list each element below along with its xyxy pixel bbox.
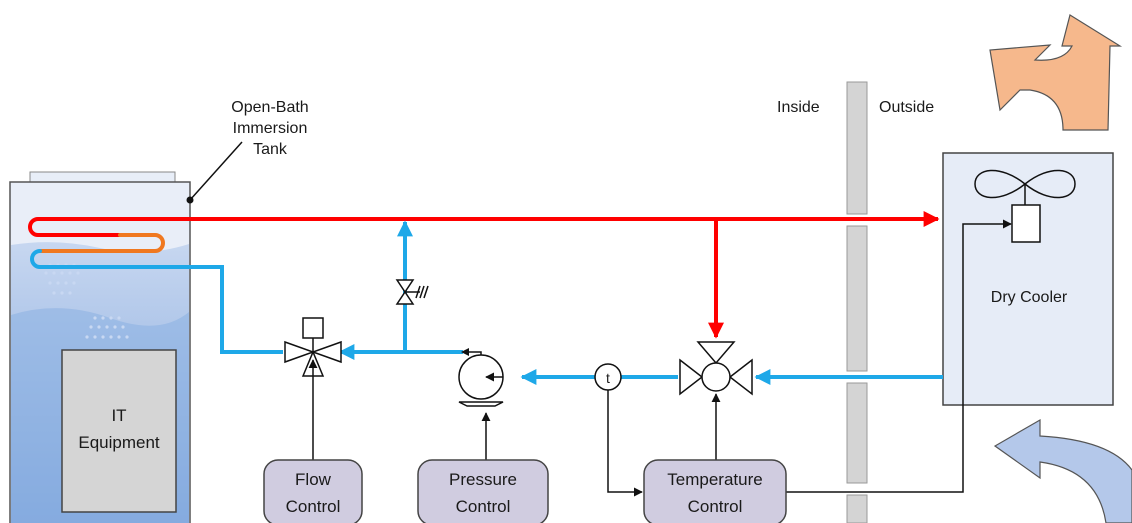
temperature-control-label-2: Control xyxy=(688,497,743,516)
sensor-label: t xyxy=(606,370,610,386)
three-way-valve-icon xyxy=(679,341,753,396)
wall-segment-2 xyxy=(846,225,868,372)
dry-cooler: Dry Cooler xyxy=(942,152,1114,406)
immersion-tank: IT Equipment xyxy=(9,171,191,523)
dry-cooler-box xyxy=(942,152,1114,406)
pump-icon xyxy=(458,348,504,407)
building-wall: Inside Outside xyxy=(777,81,934,523)
it-equipment-label-1: IT xyxy=(111,406,126,425)
tank-lid xyxy=(29,171,176,183)
flow-control-label-2: Control xyxy=(286,497,341,516)
control-signal-lines xyxy=(308,219,1012,497)
tank-label-dot xyxy=(186,196,194,204)
temperature-sensor: t xyxy=(594,363,622,391)
wall-segment-4 xyxy=(846,494,868,523)
tank-label-1: Open-Bath xyxy=(231,99,308,116)
wall-segment-3 xyxy=(846,382,868,484)
intake-air-arrow xyxy=(993,418,1132,523)
heat-exchanger-coil xyxy=(28,217,192,269)
coil-cold-segment xyxy=(30,249,192,269)
cold-tank-pipe xyxy=(190,265,283,354)
outside-label: Outside xyxy=(879,99,934,116)
tank-label-2: Immersion xyxy=(233,120,308,137)
wall-segment-1 xyxy=(846,81,868,215)
tank-label-3: Tank xyxy=(253,141,288,158)
coil-warm-segment xyxy=(38,233,165,253)
sensor-to-temp-line xyxy=(607,390,643,497)
fan-icon xyxy=(974,169,1076,205)
tank-label-leader xyxy=(189,141,243,201)
pressure-control-box: Pressure Control xyxy=(417,459,549,523)
it-equipment-label-2: Equipment xyxy=(78,433,160,452)
pressure-control-label-1: Pressure xyxy=(449,470,517,489)
dry-cooler-label: Dry Cooler xyxy=(991,289,1068,306)
flow-control-label-1: Flow xyxy=(295,470,332,489)
coil-hot-segment xyxy=(28,217,192,237)
tank-label: Open-Bath Immersion Tank xyxy=(186,99,309,204)
flow-valve-actuator-icon xyxy=(302,317,324,339)
flow-control-box: Flow Control xyxy=(263,459,363,523)
pressure-control-label-2: Control xyxy=(456,497,511,516)
inside-label: Inside xyxy=(777,99,820,116)
hot-supply-line xyxy=(190,211,940,339)
check-valve-icon xyxy=(395,279,429,305)
temperature-control-label-1: Temperature xyxy=(667,470,762,489)
temperature-control-box: Temperature Control xyxy=(643,459,787,523)
temp-to-fan-line xyxy=(786,219,1012,493)
it-equipment-box xyxy=(61,349,177,513)
fan-motor-icon xyxy=(1011,204,1041,243)
exhaust-air-arrow xyxy=(989,14,1123,131)
